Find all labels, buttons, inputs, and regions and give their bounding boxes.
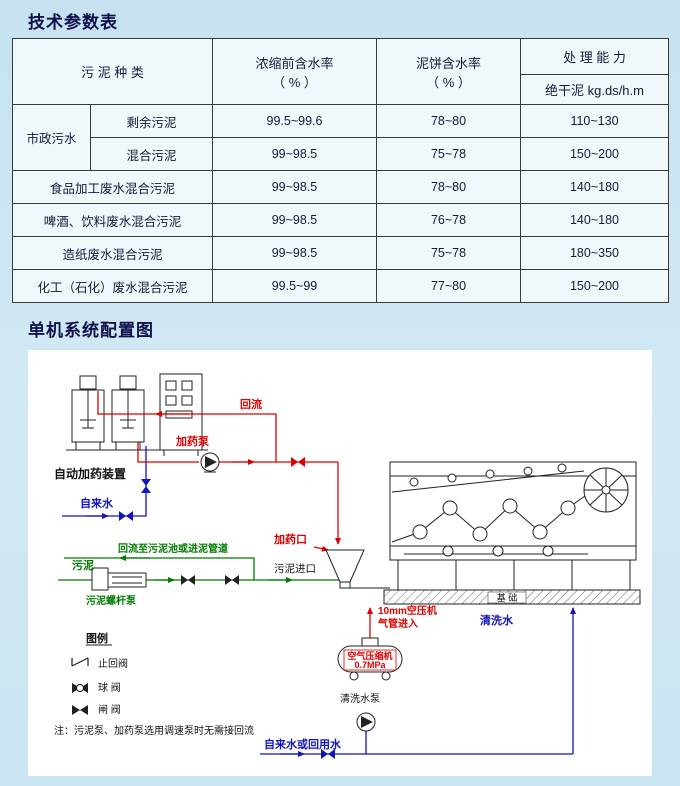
cell-group-municipal: 市政污水	[12, 104, 91, 171]
cell-pre-moisture: 99~98.5	[212, 170, 377, 204]
belt-press-machine	[389, 461, 637, 590]
label-sludge-return: 回流至污泥池或进泥管道	[118, 542, 228, 555]
sludge-lines	[58, 555, 340, 583]
header-pre-moisture-line2: （ % ）	[272, 74, 317, 90]
header-sludge-type: 污 泥 种 类	[12, 38, 213, 105]
dosing-pump	[200, 452, 220, 473]
header-cake-moisture: 泥饼含水率 （ % ）	[376, 38, 521, 105]
valve-icon	[225, 575, 239, 585]
label-tap-or-reuse-water: 自来水或回用水	[264, 737, 342, 751]
legend: 图例 止回阀 球 阀 闸 阀 注：污泥泵、加药泵选用调速泵时无需接回流	[54, 631, 254, 737]
cell-pre-moisture: 99.5~99	[212, 269, 377, 303]
label-compressor-line1: 空气压缩机	[347, 650, 392, 661]
section-title-parameters: 技术参数表	[28, 13, 118, 32]
label-tap-water: 自来水	[80, 496, 114, 510]
label-auto-dosing-device: 自动加药装置	[54, 466, 126, 481]
sludge-inlet-funnel	[325, 549, 390, 589]
cell-cake-moisture: 78~80	[376, 104, 521, 138]
machine-foundation: 基 础	[383, 589, 641, 605]
system-diagram-panel: 自动加药装置 自来水	[28, 350, 652, 776]
cell-capacity: 110~130	[520, 104, 669, 138]
cell-cake-moisture: 77~80	[376, 269, 521, 303]
cell-type: 啤酒、饮料废水混合污泥	[12, 203, 213, 237]
table-row-food: 食品加工废水混合污泥 99~98.5 78~80 140~180	[12, 170, 669, 204]
valve-icon	[141, 479, 151, 493]
label-compressor-line2: 0.7MPa	[354, 660, 386, 670]
header-capacity-unit: 绝干泥 kg.ds/h.m	[520, 74, 669, 105]
system-diagram: 自动加药装置 自来水	[54, 373, 641, 759]
label-sludge-inlet: 污泥进口	[274, 562, 316, 575]
table-row-chemical: 化工（石化）废水混合污泥 99.5~99 77~80 150~200	[12, 269, 669, 303]
parameters-table: 污 泥 种 类 浓缩前含水率 （ % ） 泥饼含水率 （ % ） 处 理 能 力…	[12, 38, 669, 303]
header-pre-moisture-line1: 浓缩前含水率	[255, 55, 334, 71]
cell-capacity: 150~200	[520, 269, 669, 303]
label-dosing-port: 加药口	[273, 532, 307, 546]
cell-pre-moisture: 99~98.5	[212, 203, 377, 237]
dosing-device	[66, 373, 208, 456]
cell-cake-moisture: 76~78	[376, 203, 521, 237]
valve-icon	[291, 457, 305, 467]
label-foundation: 基 础	[497, 592, 518, 603]
air-compressor	[337, 637, 403, 681]
label-dosing-pump: 加药泵	[175, 434, 209, 448]
cell-cake-moisture: 78~80	[376, 170, 521, 204]
valve-icon	[321, 749, 335, 759]
sludge-screw-pump	[91, 567, 147, 591]
label-air-pipe-line2: 气管进入	[377, 617, 418, 630]
tap-water-line	[62, 446, 151, 521]
table-row-municipal-mixed: 混合污泥 99~98.5 75~78 150~200	[13, 137, 669, 171]
header-cake-moisture-line2: （ % ）	[426, 74, 471, 90]
table-row-beverage: 啤酒、饮料废水混合污泥 99~98.5 76~78 140~180	[12, 203, 669, 237]
cell-capacity: 140~180	[520, 170, 669, 204]
cell-capacity: 140~180	[520, 203, 669, 237]
legend-ball-valve: 球 阀	[98, 681, 121, 694]
label-washing-water: 清洗水	[480, 613, 514, 627]
cell-type: 剩余污泥	[90, 104, 213, 138]
table-header-row-1: 污 泥 种 类 浓缩前含水率 （ % ） 泥饼含水率 （ % ） 处 理 能 力	[12, 38, 669, 105]
cell-type: 造纸废水混合污泥	[12, 236, 213, 270]
check-valve-icon	[71, 657, 89, 667]
cell-cake-moisture: 75~78	[376, 236, 521, 270]
washing-water-lines	[260, 607, 576, 759]
cell-pre-moisture: 99~98.5	[212, 137, 377, 171]
legend-title: 图例	[86, 631, 108, 645]
cell-type: 化工（石化）废水混合污泥	[12, 269, 213, 303]
ball-valve-icon	[72, 683, 88, 693]
cell-cake-moisture: 75~78	[376, 137, 521, 171]
label-sludge: 污泥	[72, 558, 94, 572]
header-pre-moisture: 浓缩前含水率 （ % ）	[212, 38, 377, 105]
label-washing-pump: 清洗水泵	[340, 692, 380, 705]
label-sludge-screw-pump: 污泥螺杆泵	[86, 594, 137, 607]
diagram-note: 注：污泥泵、加药泵选用调速泵时无需接回流	[54, 724, 254, 737]
label-backflow: 回流	[240, 397, 262, 411]
cell-type: 混合污泥	[90, 137, 213, 171]
table-row-municipal-excess: 市政污水 剩余污泥 99.5~99.6 78~80 110~130	[12, 104, 669, 171]
dosing-lines	[97, 391, 341, 552]
cell-capacity: 180~350	[520, 236, 669, 270]
header-cake-moisture-line1: 泥饼含水率	[415, 55, 481, 71]
legend-check-valve: 止回阀	[98, 657, 128, 670]
valve-icon	[181, 575, 195, 585]
header-capacity: 处 理 能 力	[520, 38, 669, 75]
cell-pre-moisture: 99.5~99.6	[212, 104, 377, 138]
washing-water-pump	[356, 712, 376, 732]
cell-capacity: 150~200	[520, 137, 669, 171]
label-air-pipe-line1: 10mm空压机	[378, 604, 437, 617]
legend-gate-valve: 闸 阀	[98, 703, 121, 716]
valve-icon	[119, 511, 133, 521]
section-title-system-diagram: 单机系统配置图	[28, 321, 154, 340]
cell-type: 食品加工废水混合污泥	[12, 170, 213, 204]
gate-valve-icon	[72, 705, 88, 715]
cell-pre-moisture: 99~98.5	[212, 236, 377, 270]
table-header-row-2: 绝干泥 kg.ds/h.m	[13, 74, 669, 105]
table-row-paper: 造纸废水混合污泥 99~98.5 75~78 180~350	[12, 236, 669, 270]
